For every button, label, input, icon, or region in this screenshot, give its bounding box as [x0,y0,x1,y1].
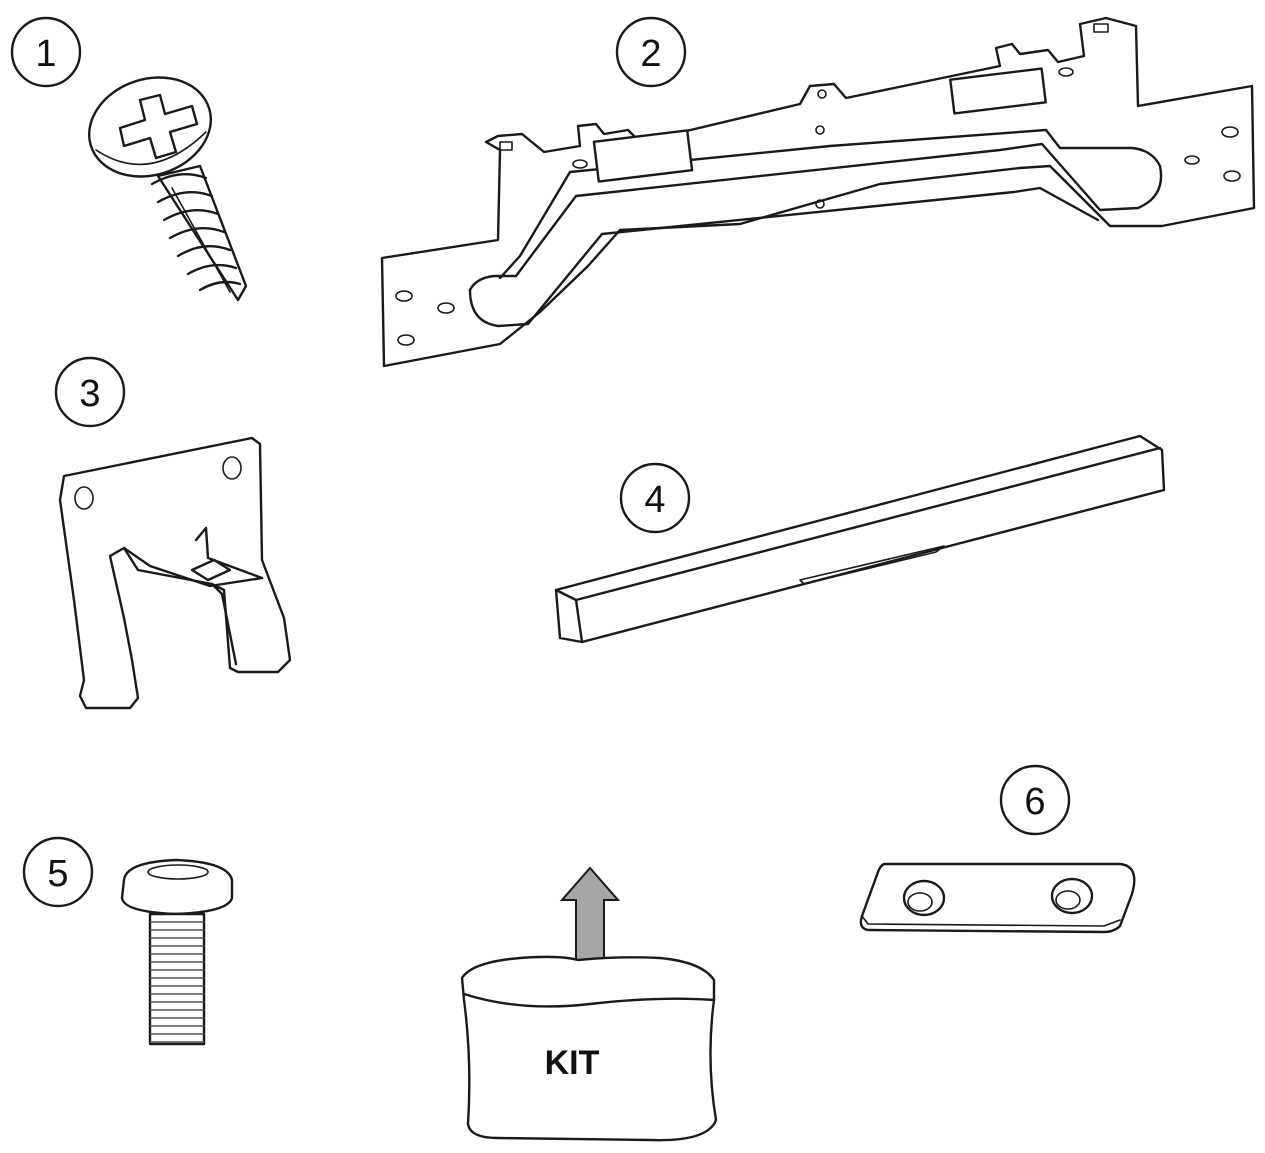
wall-bracket-icon [380,16,1256,368]
part-6-spacer-plate: 6 [859,764,1136,934]
clip-bracket-icon [58,436,292,710]
part-5-machine-screw: 5 [22,836,234,1046]
thread-lines [150,921,204,1043]
part-1-wood-screw: 1 [10,16,248,302]
bag-icon [460,955,718,1142]
part-3-clip-bracket: 3 [54,356,292,710]
wood-screw-icon [87,76,248,302]
callout-1: 1 [10,16,82,88]
callout-5-label: 5 [47,853,68,895]
rail-icon [554,434,1166,644]
machine-screw-icon [120,858,234,1046]
part-2-wall-bracket: 2 [380,16,1256,368]
kit-bag: KIT [460,866,718,1142]
callout-4-label: 4 [644,479,665,521]
callout-2: 2 [615,16,687,88]
spacer-plate-icon [859,862,1136,934]
callout-5: 5 [22,836,94,908]
part-4-rail: 4 [554,434,1166,644]
callout-6-label: 6 [1024,781,1045,823]
kit-label: KIT [545,1044,600,1082]
callout-1-label: 1 [35,33,56,75]
callout-3-label: 3 [79,373,100,415]
callout-6: 6 [999,764,1071,836]
up-arrow-icon [559,866,621,967]
callout-4: 4 [619,462,691,534]
callout-2-label: 2 [640,33,661,75]
callout-3: 3 [54,356,126,428]
